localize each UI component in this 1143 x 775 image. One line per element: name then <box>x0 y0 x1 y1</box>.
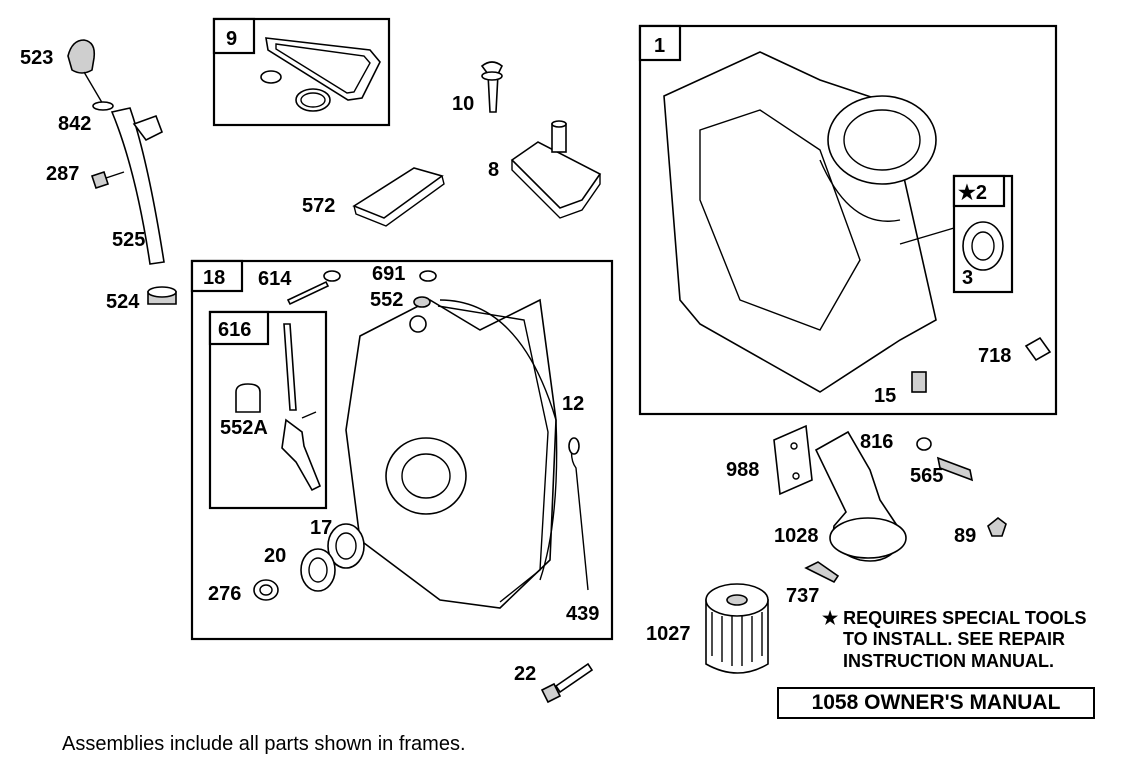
frame-18: 18 616 <box>190 259 614 641</box>
label-988: 988 <box>726 459 759 481</box>
governor-arm-drawing <box>281 418 322 492</box>
nut-89-drawing <box>987 516 1007 537</box>
gasket-988-drawing <box>773 424 813 496</box>
oil-seal-3-drawing <box>962 221 1004 271</box>
dipstick-assembly <box>67 39 177 305</box>
label-816: 816 <box>860 431 893 453</box>
assemblies-footnote: Assemblies include all parts shown in fr… <box>62 733 466 755</box>
washer-276-drawing <box>253 579 279 601</box>
seal-ring-small <box>260 70 282 84</box>
o-ring-439-drawing <box>570 445 589 591</box>
label-525: 525 <box>112 229 145 251</box>
breather-8-drawing <box>510 141 602 209</box>
label-1028: 1028 <box>774 525 819 547</box>
label-552A: 552A <box>220 417 268 439</box>
stud-565-drawing <box>936 456 974 482</box>
label-737: 737 <box>786 585 819 607</box>
note-line-3: INSTRUCTION MANUAL. <box>843 651 1054 671</box>
label-89: 89 <box>954 525 976 547</box>
label-17: 17 <box>310 517 332 539</box>
owners-manual-box: 1058 OWNER'S MANUAL <box>777 687 1095 719</box>
label-614: 614 <box>258 268 292 290</box>
label-524: 524 <box>106 291 140 313</box>
frame-1: 1 ★2 <box>638 24 1058 416</box>
label-439: 439 <box>566 603 599 625</box>
label-8: 8 <box>488 159 499 181</box>
label-523: 523 <box>20 47 53 69</box>
label-287: 287 <box>46 163 79 185</box>
governor-cup-drawing <box>235 383 261 413</box>
frame-2: ★2 <box>899 174 1014 294</box>
washer-552-drawing <box>413 296 431 308</box>
washer-816-drawing <box>916 437 932 451</box>
dipstick-cap-drawing <box>67 39 96 74</box>
bearing-17-drawing <box>327 523 365 569</box>
label-20: 20 <box>264 545 286 567</box>
dipstick-tube-drawing <box>110 107 165 265</box>
frame-1-tag: 1 <box>654 35 665 57</box>
frame-18-tag: 18 <box>203 267 225 289</box>
label-276: 276 <box>208 583 241 605</box>
screw-737-drawing <box>804 561 840 584</box>
part-labels: 523 842 287 525 524 10 8 572 614 691 552… <box>20 47 1011 685</box>
plug-718-drawing <box>1024 336 1052 362</box>
shaft-10-drawing <box>480 61 504 113</box>
frame-616-tag: 616 <box>218 319 251 341</box>
governor-shaft-drawing <box>283 323 297 411</box>
label-22: 22 <box>514 663 536 685</box>
label-3: 3 <box>962 267 973 289</box>
label-12: 12 <box>562 393 584 415</box>
screw-287-drawing <box>90 170 110 190</box>
note-line-2: TO INSTALL. SEE REPAIR <box>843 629 1065 649</box>
gasket-drawing <box>265 37 381 101</box>
label-691: 691 <box>372 263 405 285</box>
governor-parts <box>352 61 602 227</box>
plate-572-drawing <box>352 167 444 219</box>
label-1027: 1027 <box>646 623 691 645</box>
label-552: 552 <box>370 289 403 311</box>
frame-9: 9 <box>212 17 391 127</box>
bolt-22-drawing <box>540 662 594 704</box>
oil-filter-adapter-parts <box>705 336 1052 674</box>
seal-20-drawing <box>300 548 336 592</box>
pin-614-drawing <box>286 280 330 306</box>
oil-filter-1027-drawing <box>705 583 769 674</box>
note-line-1: ★ REQUIRES SPECIAL TOOLS <box>822 608 1087 628</box>
label-10: 10 <box>452 93 474 115</box>
label-15: 15 <box>874 385 896 407</box>
gasket-12-drawing <box>439 299 558 581</box>
special-tools-note: ★ REQUIRES SPECIAL TOOLS TO INSTALL. SEE… <box>822 608 1087 671</box>
frame-2-tag: ★2 <box>958 182 987 204</box>
frame-616: 616 <box>208 310 328 510</box>
washer-691-drawing <box>419 270 437 282</box>
label-718: 718 <box>978 345 1011 367</box>
label-572: 572 <box>302 195 335 217</box>
frame-9-tag: 9 <box>226 28 237 50</box>
label-565: 565 <box>910 465 943 487</box>
label-842: 842 <box>58 113 91 135</box>
